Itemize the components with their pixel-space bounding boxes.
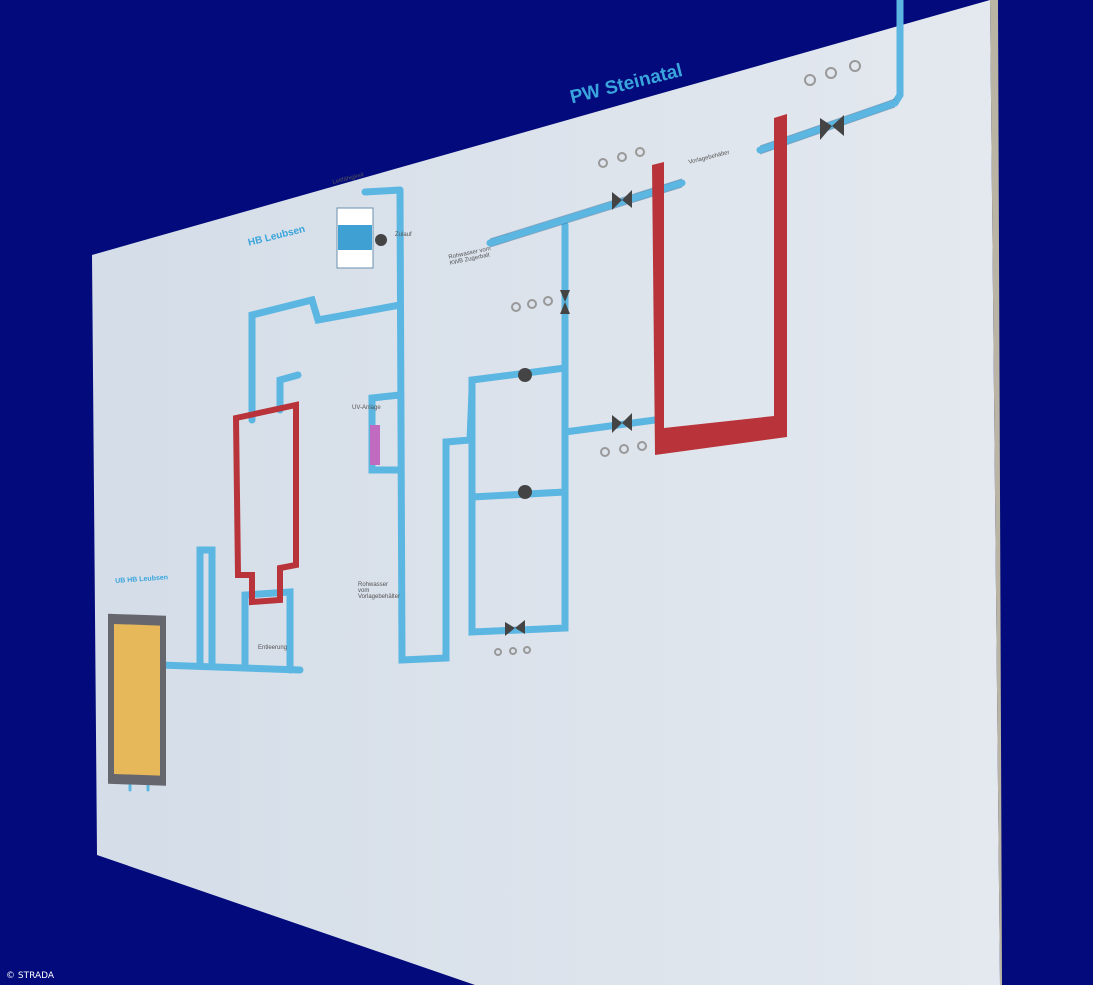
drain-label: Entleerung [258,645,288,651]
left-tank [232,401,299,606]
pump-icon [518,368,532,382]
valve-icon [612,415,622,433]
feed-label: Zulauf [395,232,412,238]
uv-unit [370,425,380,465]
valve-icon [560,290,570,302]
basin-fill [114,623,160,776]
panel-edge [990,0,1002,985]
return-label: Rohwasser vom Vorlagebehälter [358,582,401,600]
uv-label: UV-Anlage [352,405,381,411]
valve-icon [505,622,515,636]
reservoir-tank [652,114,787,455]
gauges [494,60,861,656]
pump-icon [518,485,532,499]
pipes [128,0,904,792]
valves [375,115,844,636]
copyright-credit: © STRADA [6,971,55,981]
level-fill [338,225,372,250]
valve-icon [612,192,622,210]
valve-icon [820,118,832,140]
